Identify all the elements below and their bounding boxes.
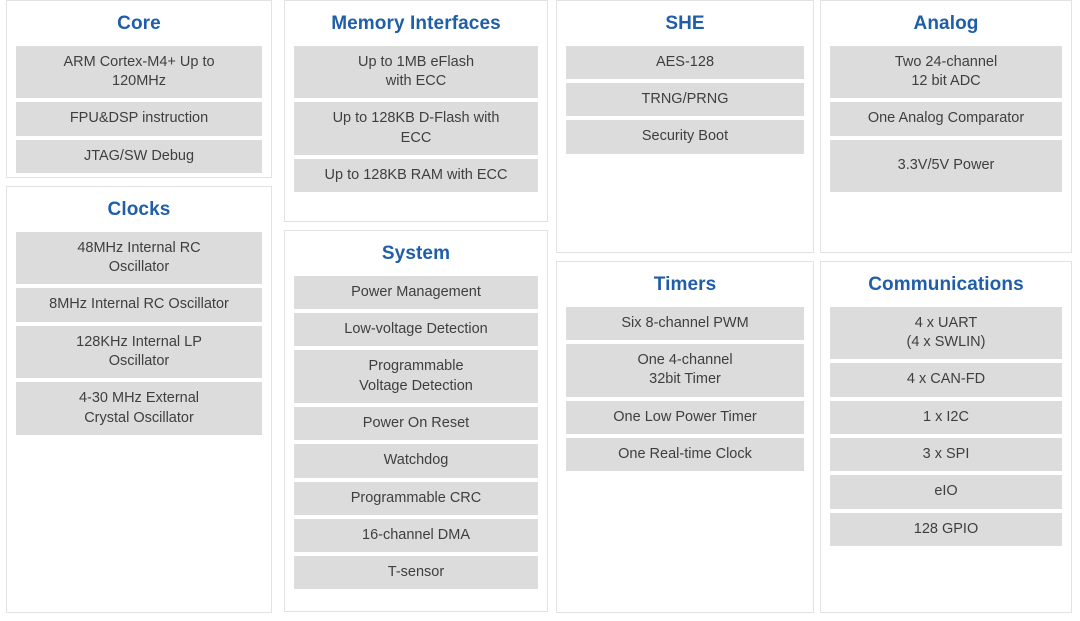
block-list-memory-interfaces: Up to 1MB eFlash with ECC Up to 128KB D-… (294, 45, 538, 193)
block-item: 3.3V/5V Power (830, 139, 1062, 192)
block-item: Power On Reset (294, 407, 538, 441)
block-list-analog: Two 24-channel 12 bit ADC One Analog Com… (830, 45, 1062, 192)
card-title-clocks: Clocks (107, 199, 171, 220)
block-item: AES-128 (566, 45, 804, 80)
card-analog: Analog Two 24-channel 12 bit ADC One Ana… (820, 0, 1072, 253)
block-list-timers: Six 8-channel PWM One 4-channel 32bit Ti… (566, 306, 804, 472)
card-title-core: Core (117, 13, 161, 34)
block-item: One Analog Comparator (830, 102, 1062, 136)
block-item: Programmable CRC (294, 481, 538, 515)
card-title-timers: Timers (653, 274, 717, 295)
block-item: ARM Cortex-M4+ Up to 120MHz (16, 45, 262, 99)
card-core: Core ARM Cortex-M4+ Up to 120MHz FPU&DSP… (6, 0, 272, 178)
block-item: JTAG/SW Debug (16, 139, 262, 174)
block-item: 4-30 MHz External Crystal Oscillator (16, 382, 262, 435)
block-item: Low-voltage Detection (294, 313, 538, 347)
card-system: System Power Management Low-voltage Dete… (284, 230, 548, 612)
card-title-system: System (381, 243, 451, 264)
block-list-she: AES-128 TRNG/PRNG Security Boot (566, 45, 804, 154)
block-item: Security Boot (566, 120, 804, 154)
block-item: 16-channel DMA (294, 518, 538, 553)
card-title-analog: Analog (913, 13, 979, 34)
block-item: 8MHz Internal RC Oscillator (16, 288, 262, 322)
block-item: 1 x I2C (830, 400, 1062, 435)
block-item: 3 x SPI (830, 438, 1062, 472)
block-item: eIO (830, 475, 1062, 509)
block-item: Up to 128KB RAM with ECC (294, 159, 538, 193)
block-item: 48MHz Internal RC Oscillator (16, 231, 262, 285)
block-item: Two 24-channel 12 bit ADC (830, 45, 1062, 99)
block-item: 128KHz Internal LP Oscillator (16, 325, 262, 379)
block-item: One Real-time Clock (566, 438, 804, 472)
card-timers: Timers Six 8-channel PWM One 4-channel 3… (556, 261, 814, 613)
block-item: One Low Power Timer (566, 400, 804, 435)
block-list-core: ARM Cortex-M4+ Up to 120MHz FPU&DSP inst… (16, 45, 262, 174)
block-list-communications: 4 x UART (4 x SWLIN) 4 x CAN-FD 1 x I2C … (830, 306, 1062, 546)
block-item: Six 8-channel PWM (566, 306, 804, 341)
block-list-system: Power Management Low-voltage Detection P… (294, 275, 538, 590)
block-item: TRNG/PRNG (566, 83, 804, 117)
block-item: 4 x CAN-FD (830, 363, 1062, 397)
block-item: Programmable Voltage Detection (294, 350, 538, 404)
card-title-she: SHE (665, 13, 705, 34)
card-she: SHE AES-128 TRNG/PRNG Security Boot (556, 0, 814, 253)
card-title-communications: Communications (868, 274, 1024, 295)
card-memory-interfaces: Memory Interfaces Up to 1MB eFlash with … (284, 0, 548, 222)
block-item: FPU&DSP instruction (16, 102, 262, 136)
diagram-column-4: Analog Two 24-channel 12 bit ADC One Ana… (820, 0, 1072, 621)
block-item: 128 GPIO (830, 512, 1062, 546)
block-item: Up to 128KB D-Flash with ECC (294, 102, 538, 156)
card-clocks: Clocks 48MHz Internal RC Oscillator 8MHz… (6, 186, 272, 613)
block-item: One 4-channel 32bit Timer (566, 344, 804, 397)
block-item: Up to 1MB eFlash with ECC (294, 45, 538, 99)
block-list-clocks: 48MHz Internal RC Oscillator 8MHz Intern… (16, 231, 262, 435)
diagram-column-1: Core ARM Cortex-M4+ Up to 120MHz FPU&DSP… (6, 0, 272, 621)
card-communications: Communications 4 x UART (4 x SWLIN) 4 x … (820, 261, 1072, 613)
card-title-memory-interfaces: Memory Interfaces (331, 13, 501, 34)
block-item: 4 x UART (4 x SWLIN) (830, 306, 1062, 360)
block-item: Watchdog (294, 444, 538, 478)
block-item: Power Management (294, 275, 538, 310)
block-item: T-sensor (294, 556, 538, 590)
diagram-column-3: SHE AES-128 TRNG/PRNG Security Boot Time… (556, 0, 814, 621)
diagram-column-2: Memory Interfaces Up to 1MB eFlash with … (284, 0, 548, 621)
